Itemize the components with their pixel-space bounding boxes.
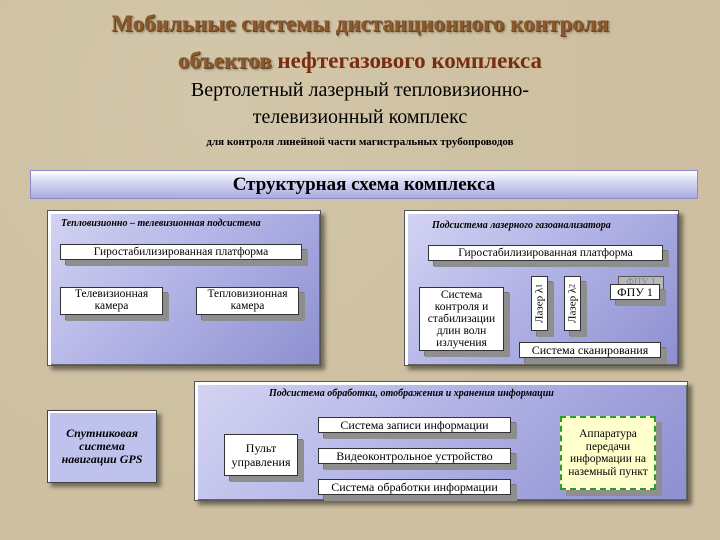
thermal-camera-box: Тепловизионная камера — [196, 287, 299, 315]
subtitle-line2: телевизионный комплекс — [252, 106, 468, 128]
structure-banner: Структурная схема комплекса — [30, 170, 698, 199]
tv-camera-box: Телевизионная камера — [60, 287, 163, 315]
gps-box: Спутниковая система навигации GPS — [47, 410, 157, 483]
panel-thermo-tv: Тепловизионно – телевизионная подсистема… — [47, 210, 321, 366]
panel-laser: Подсистема лазерного газоанализатора Гир… — [404, 210, 679, 366]
main-title-line2-part-a: объектов — [177, 48, 272, 73]
panel-laser-title: Подсистема лазерного газоанализатора — [432, 220, 611, 231]
main-title-line1: Мобильные системы дистанционного контрол… — [111, 11, 609, 36]
panel-thermo-tv-title: Тепловизионно – телевизионная подсистема — [61, 218, 261, 229]
control-panel-box: Пульт управления — [224, 434, 298, 476]
panel-processing: Подсистема обработки, отображения и хран… — [194, 381, 688, 501]
info-processing-box: Система обработки информации — [318, 479, 511, 495]
laser-platform-box: Гиростабилизированная платформа — [428, 245, 663, 261]
transmit-box: Аппаратура передачи информации на наземн… — [560, 416, 656, 490]
subtitle-line1: Вертолетный лазерный тепловизионно- — [190, 79, 530, 101]
scan-system-box: Система сканирования — [519, 342, 661, 358]
panel-processing-title: Подсистема обработки, отображения и хран… — [269, 388, 554, 399]
recording-system-box: Система записи информации — [318, 417, 511, 433]
thermo-tv-platform-box: Гиростабилизированная платформа — [60, 244, 302, 260]
video-device-box: Видеоконтрольное устройство — [318, 448, 511, 464]
main-title-line2-part-b: нефтегазового комплекса — [271, 48, 543, 73]
control-system-box: Система контроля и стабилизации длин вол… — [419, 287, 504, 351]
main-title-line2: объектов нефтегазового комплекса — [0, 47, 720, 74]
subtitle-line3: для контроля линейной части магистральны… — [206, 136, 514, 148]
fpu-box: ФПУ 1 — [610, 284, 660, 300]
